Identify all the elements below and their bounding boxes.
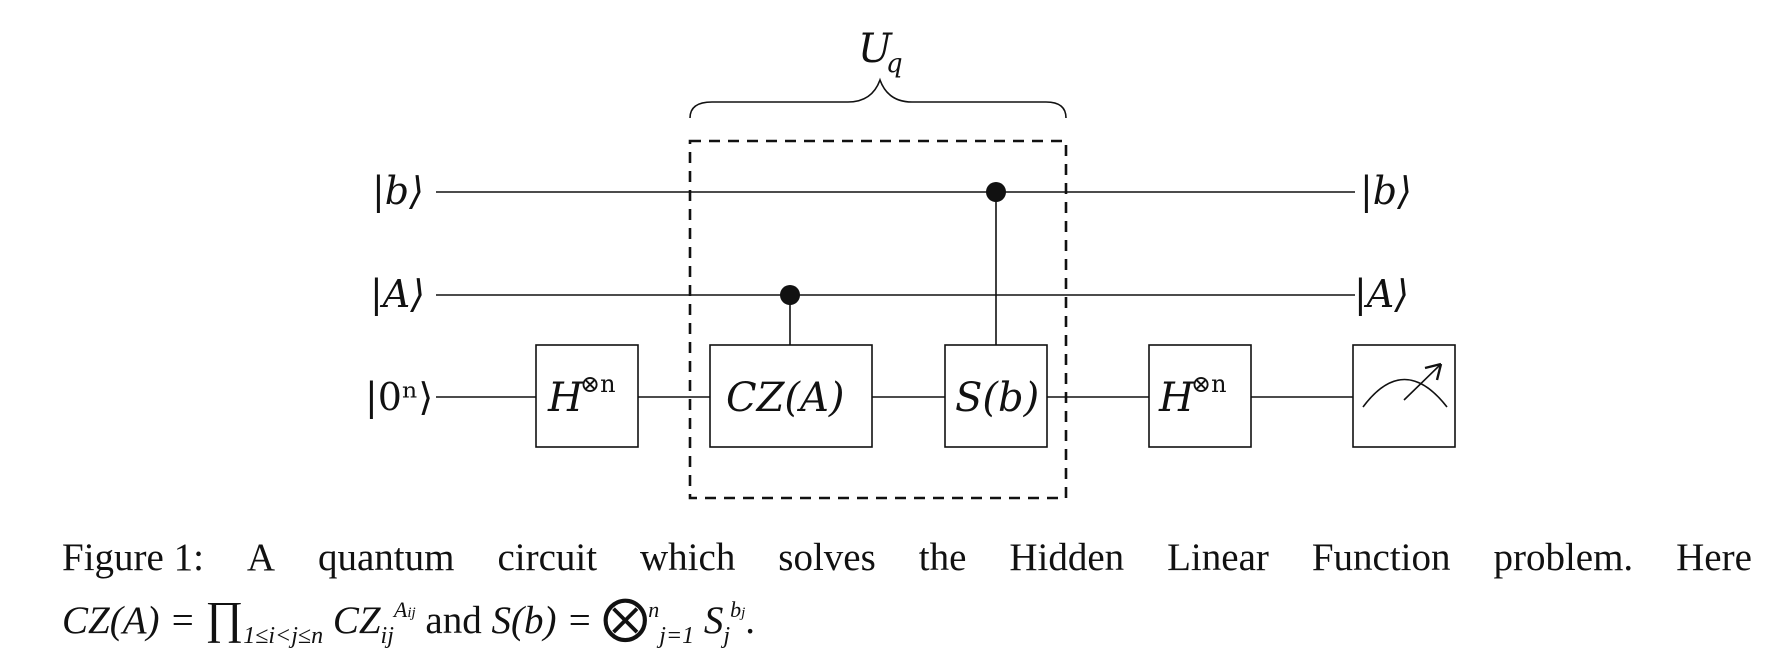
wire-b-input-label: |b⟩	[372, 169, 424, 213]
caption-line-2: CZ(A) = ∏1≤i<j≤n CZijAij and S(b) = ⨂nj=…	[62, 584, 1752, 662]
caption-tensor-upper: n	[648, 597, 660, 622]
measurement-gate	[1352, 344, 1456, 448]
wire-a-output-label: |A⟩	[1354, 272, 1409, 316]
caption-s-superscript: b	[730, 597, 742, 622]
caption-word: the	[918, 536, 967, 579]
cz-gate-label: CZ(A)	[726, 375, 845, 421]
caption-word: Function	[1311, 536, 1451, 579]
caption-tensor-symbol: ⨂	[602, 592, 649, 643]
hadamard-gate-2-superscript: ⊗n	[1191, 370, 1227, 398]
cz-control-dot	[780, 285, 800, 305]
caption-cz-term: CZ	[323, 599, 381, 642]
caption-line-1: Figure 1: A quantum circuit which solves…	[62, 532, 1752, 584]
wire-0n-input-label: |0ⁿ⟩	[365, 375, 433, 419]
hadamard-gate-2-label: H	[1158, 375, 1195, 421]
figure-caption: Figure 1: A quantum circuit which solves…	[62, 532, 1752, 662]
caption-s-superscript-sub: j	[741, 605, 746, 621]
caption-word: quantum	[318, 536, 455, 579]
caption-s-term: S	[694, 599, 724, 642]
caption-word: Hidden	[1009, 536, 1125, 579]
hadamard-gate-2	[1148, 344, 1252, 448]
caption-word: which	[640, 536, 736, 579]
caption-product-range: 1≤i<j≤n	[243, 623, 324, 649]
hadamard-gate-1-superscript: ⊗n	[580, 370, 616, 398]
caption-cz-definition: CZ(A) =	[62, 599, 206, 642]
unitary-label: U	[858, 26, 893, 72]
hadamard-gate-1-label: H	[547, 375, 584, 421]
unitary-dashed-box	[688, 139, 1068, 500]
s-gate-label: S(b)	[955, 375, 1039, 421]
hadamard-gate-1	[535, 344, 639, 448]
caption-figure-label: Figure 1:	[62, 536, 204, 579]
wire-a-input-label: |A⟩	[370, 272, 425, 316]
caption-word: problem.	[1493, 536, 1634, 579]
caption-s-subscript: j	[723, 623, 731, 649]
caption-end: .	[745, 599, 755, 642]
unitary-subscript: q	[886, 49, 903, 79]
caption-word: circuit	[497, 536, 598, 579]
caption-and: and	[415, 599, 492, 642]
caption-s-definition: S(b) =	[491, 599, 603, 642]
caption-cz-superscript-sub: ij	[407, 605, 416, 621]
caption-cz-subscript: ij	[380, 623, 394, 649]
cz-gate	[709, 344, 873, 448]
caption-word: solves	[778, 536, 876, 579]
caption-product-symbol: ∏	[205, 592, 244, 643]
meter-icon	[1362, 362, 1448, 408]
caption-word: A	[246, 536, 276, 579]
caption-word: Linear	[1167, 536, 1269, 579]
caption-cz-superscript: A	[393, 597, 408, 622]
s-control-dot	[986, 182, 1006, 202]
unitary-brace	[689, 77, 1067, 119]
caption-word: Here	[1676, 536, 1752, 579]
quantum-circuit-diagram: U q |b⟩ |b⟩ |A⟩ |A⟩ |0ⁿ⟩ H ⊗n CZ(A) S(b)…	[365, 26, 1456, 500]
s-gate	[944, 344, 1048, 448]
caption-tensor-lower: j=1	[659, 623, 695, 649]
wire-b-output-label: |b⟩	[1360, 169, 1412, 213]
